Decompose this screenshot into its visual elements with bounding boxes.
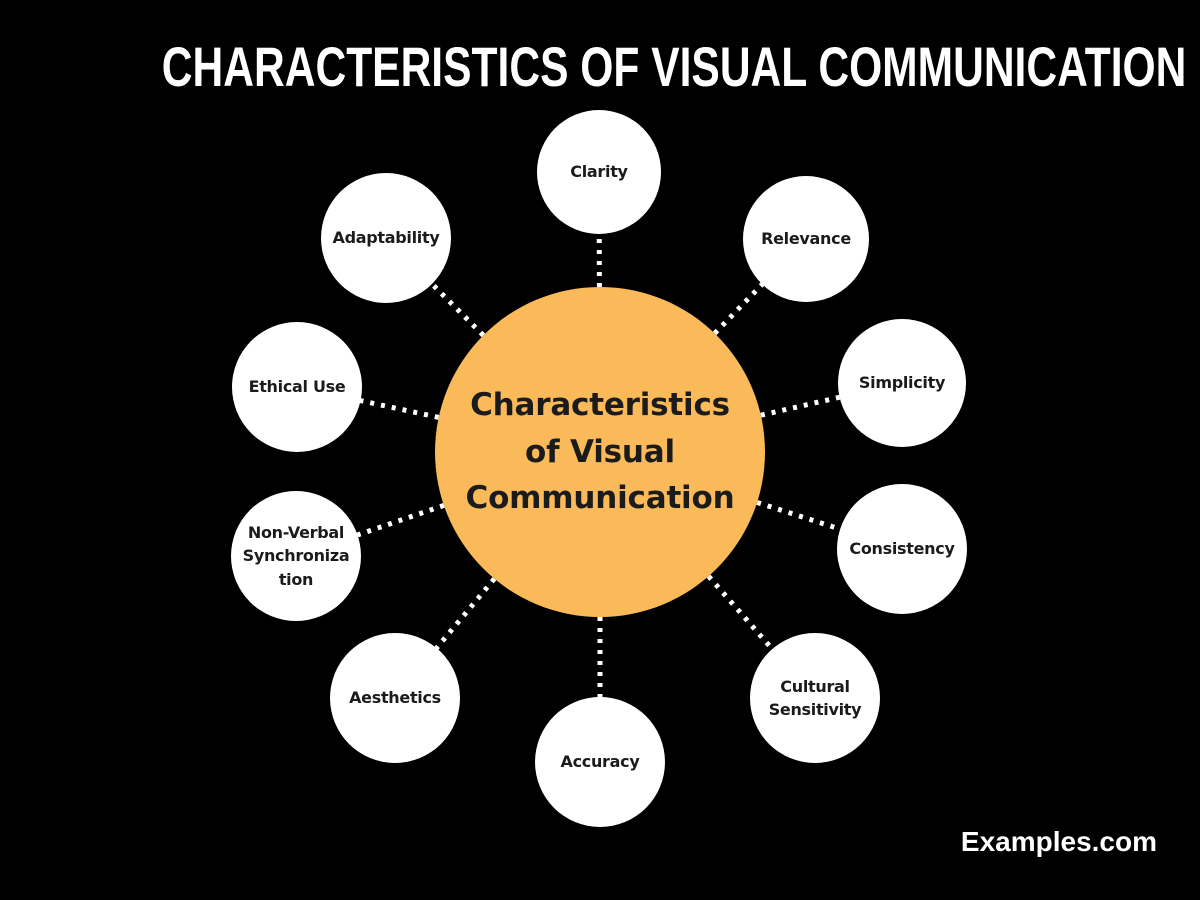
node-simplicity: Simplicity	[838, 319, 966, 447]
node-label: Consistency	[849, 539, 955, 559]
node-adaptability: Adaptability	[321, 173, 451, 303]
node-aesthetics: Aesthetics	[330, 633, 460, 763]
node-label: Non-Verbal Synchronization	[242, 523, 350, 589]
node-label: Relevance	[761, 229, 851, 249]
brand-watermark: Examples.com	[960, 826, 1157, 857]
node-label: Clarity	[570, 162, 628, 182]
node-label: Adaptability	[332, 228, 440, 248]
node-non-verbal-synchronization: Non-Verbal Synchronization	[231, 491, 361, 621]
node-label: Aesthetics	[349, 688, 441, 708]
node-label: Ethical Use	[248, 377, 346, 397]
node-cultural-sensitivity: Cultural Sensitivity	[750, 633, 880, 763]
node-consistency: Consistency	[837, 484, 967, 614]
central-hub-label: Characteristics of Visual Communication	[465, 387, 735, 517]
central-hub-circle: Characteristics of Visual Communication	[435, 287, 765, 617]
node-accuracy: Accuracy	[535, 697, 665, 827]
node-ethical-use: Ethical Use	[232, 322, 362, 452]
node-clarity: Clarity	[537, 110, 661, 234]
node-relevance: Relevance	[743, 176, 869, 302]
page-title-text: CHARACTERISTICS OF VISUAL COMMUNICATION	[161, 35, 1187, 98]
node-label: Cultural Sensitivity	[768, 676, 862, 719]
node-label: Accuracy	[560, 752, 640, 772]
page-title: CHARACTERISTICS OF VISUAL COMMUNICATION	[0, 34, 1200, 99]
node-label: Simplicity	[858, 373, 946, 393]
